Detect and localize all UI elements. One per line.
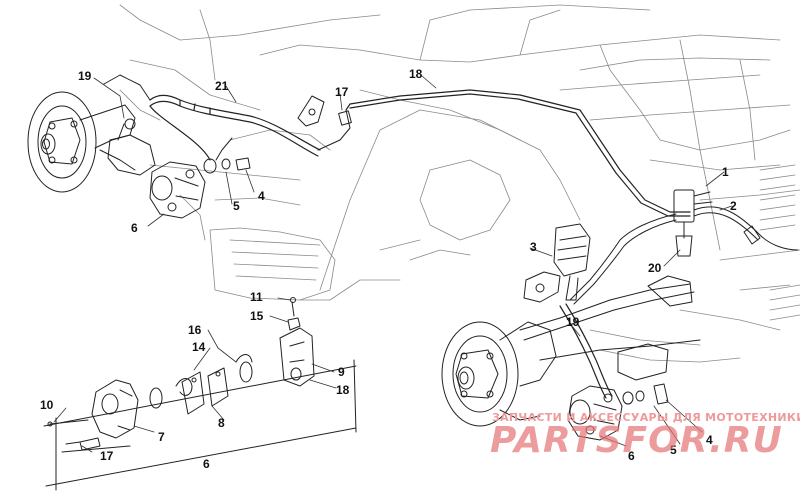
callout-4-left: 4	[258, 189, 265, 203]
callout-11: 11	[250, 290, 263, 304]
leader-lines	[53, 75, 733, 453]
callout-6-left: 6	[131, 221, 138, 235]
callout-14: 16	[188, 323, 202, 337]
callout-20: 20	[648, 261, 662, 275]
callout-4-right: 4	[706, 433, 713, 447]
callout-10: 10	[40, 398, 54, 412]
vehicle-frame	[119, 4, 800, 363]
brake-hose-21	[149, 94, 321, 161]
left-banjo-fitting	[203, 137, 251, 174]
callout-17: 17	[335, 85, 349, 99]
caliper-exploded-view	[43, 297, 357, 491]
watermark-logo: PARTSFOR.RU	[490, 420, 783, 461]
callout-16: 18	[336, 383, 350, 397]
clamp-17	[297, 95, 352, 151]
callout-1: 1	[722, 165, 729, 179]
brake-junction	[569, 189, 799, 305]
callout-13: 15	[250, 309, 264, 323]
left-steering-knuckle	[103, 74, 156, 176]
callout-7: 7	[158, 430, 165, 444]
callout-19: 19	[78, 69, 92, 83]
watermark-caption: ЗАПЧАСТИ И АКСЕССУАРЫ ДЛЯ МОТОТЕХНИКИ	[492, 411, 800, 424]
callout-9: 9	[338, 365, 345, 379]
callout-6-kit: 6	[203, 457, 210, 471]
brake-pipe-18	[345, 89, 691, 217]
callout-2: 2	[730, 199, 737, 213]
right-caliper	[567, 385, 623, 441]
right-bracket	[617, 343, 669, 405]
callout-8: 8	[218, 416, 225, 430]
callout-15: 17	[100, 449, 114, 463]
callout-21: 21	[215, 79, 229, 93]
brake-hose-19-right	[559, 303, 613, 399]
callout-6-right: 6	[628, 449, 635, 463]
callout-12: 14	[192, 340, 206, 354]
callout-5-left: 5	[233, 199, 240, 213]
callout-5-right: 5	[670, 443, 677, 457]
lower-control-arm	[519, 275, 701, 361]
right-brake-disc	[441, 321, 557, 427]
left-caliper	[149, 161, 206, 219]
callout-18: 18	[409, 67, 423, 81]
callout-19-right: 19	[566, 315, 580, 329]
left-brake-disc	[27, 91, 136, 193]
callout-3: 3	[530, 240, 537, 254]
shock-absorber	[523, 223, 591, 303]
